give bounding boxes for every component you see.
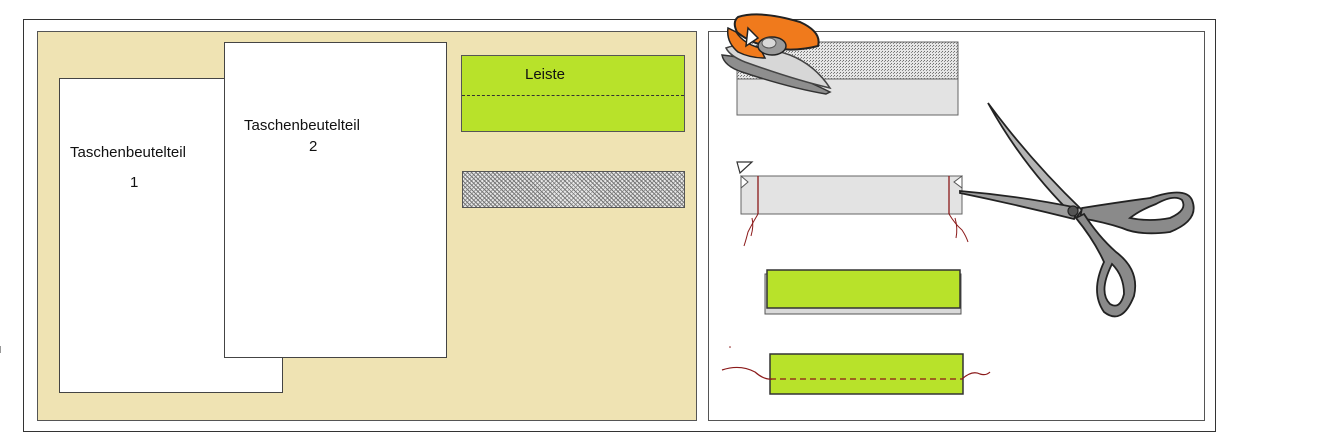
edge-mark <box>0 346 4 353</box>
iron-icon <box>721 13 832 95</box>
scissors-icon <box>959 102 1195 318</box>
step-4-stitched-strip <box>721 346 991 395</box>
welt-strip-label: Leiste <box>525 66 566 83</box>
outer-frame <box>23 19 1216 432</box>
pocket-bag-piece-1-number: 1 <box>130 174 139 191</box>
welt-strip <box>461 55 685 132</box>
pocket-bag-piece-2 <box>224 42 447 358</box>
fold-line <box>462 95 684 96</box>
pocket-bag-piece-2-number: 2 <box>309 138 318 155</box>
pocket-bag-piece-2-label: Taschenbeutelteil <box>244 117 360 134</box>
step-2-folded-strip <box>736 161 969 247</box>
pocket-bag-piece-1-label: Taschenbeutelteil <box>70 144 186 161</box>
interfacing-strip <box>462 171 685 208</box>
step-3-pressed-strip <box>764 269 962 315</box>
